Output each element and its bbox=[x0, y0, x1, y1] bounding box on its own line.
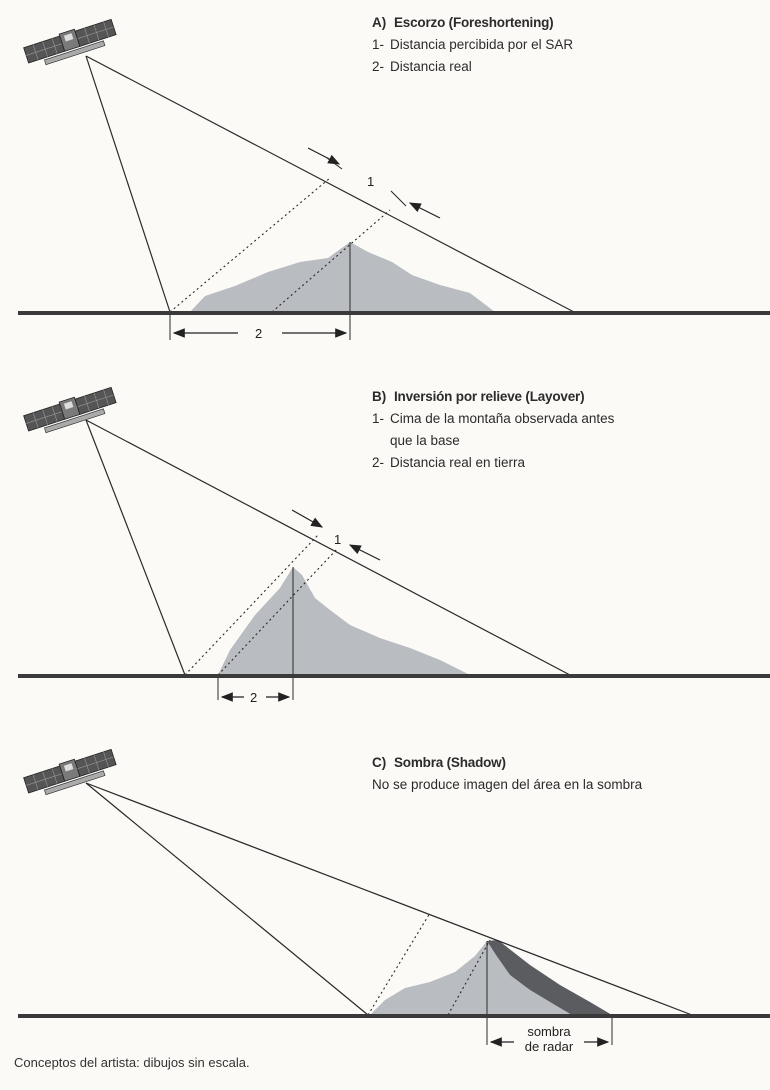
wavefront-1-b bbox=[184, 534, 319, 676]
shadow-label-line1: sombra bbox=[527, 1024, 571, 1039]
label-1-a: 1 bbox=[367, 174, 374, 189]
arrow-1b-left bbox=[291, 509, 324, 528]
mountain-b bbox=[218, 567, 470, 675]
beam-far-c bbox=[85, 782, 693, 1016]
arrow-1b-right bbox=[348, 544, 381, 561]
legend-b: B)Inversión por relieve (Layover) 1- Cim… bbox=[372, 386, 614, 474]
beam-far-b bbox=[85, 419, 571, 676]
legend-b-item-1: 1- Cima de la montaña observada antes bbox=[372, 411, 615, 426]
arrow-1a-right bbox=[408, 202, 441, 219]
satellite-icon bbox=[22, 16, 119, 71]
beam-near-b bbox=[85, 419, 186, 676]
wavefront-2-b bbox=[217, 547, 339, 676]
panel-b: 1 2 bbox=[18, 384, 770, 705]
caption: Conceptos del artista: dibujos sin escal… bbox=[14, 1055, 250, 1070]
shadow-label-line2: de radar bbox=[525, 1039, 574, 1054]
legend-c: C)Sombra (Shadow) No se produce imagen d… bbox=[372, 752, 642, 796]
panel-c: sombra de radar bbox=[18, 746, 770, 1054]
legend-a: A)Escorzo (Foreshortening) 1- Distancia … bbox=[372, 12, 573, 78]
label-2-b: 2 bbox=[250, 690, 257, 705]
legend-b-item-1-cont: que la base bbox=[390, 433, 460, 448]
legend-b-item-2: 2- Distancia real en tierra bbox=[372, 455, 526, 470]
arrow-1a-left bbox=[307, 147, 341, 165]
legend-b-title: B)Inversión por relieve (Layover) bbox=[372, 389, 585, 404]
legend-a-item-1: 1- Distancia percibida por el SAR bbox=[372, 37, 574, 52]
beam-far-a bbox=[85, 55, 575, 313]
panel-a: 1 2 bbox=[18, 16, 770, 341]
label-1-b: 1 bbox=[334, 532, 341, 547]
legend-c-item-1: No se produce imagen del área en la somb… bbox=[372, 777, 643, 792]
wavefront-2-a bbox=[271, 209, 391, 313]
legend-c-title: C)Sombra (Shadow) bbox=[372, 755, 506, 770]
beam-near-c bbox=[85, 782, 369, 1016]
satellite-icon bbox=[22, 746, 119, 801]
label-2-a: 2 bbox=[255, 326, 262, 341]
mountain-c bbox=[370, 941, 572, 1015]
mountain-a bbox=[190, 242, 495, 312]
beam-near-a bbox=[85, 55, 171, 313]
radar-shadow bbox=[487, 940, 612, 1015]
legend-a-title: A)Escorzo (Foreshortening) bbox=[372, 15, 554, 30]
wavefront-2-c bbox=[447, 939, 491, 1016]
legend-a-item-2: 2- Distancia real bbox=[372, 59, 472, 74]
